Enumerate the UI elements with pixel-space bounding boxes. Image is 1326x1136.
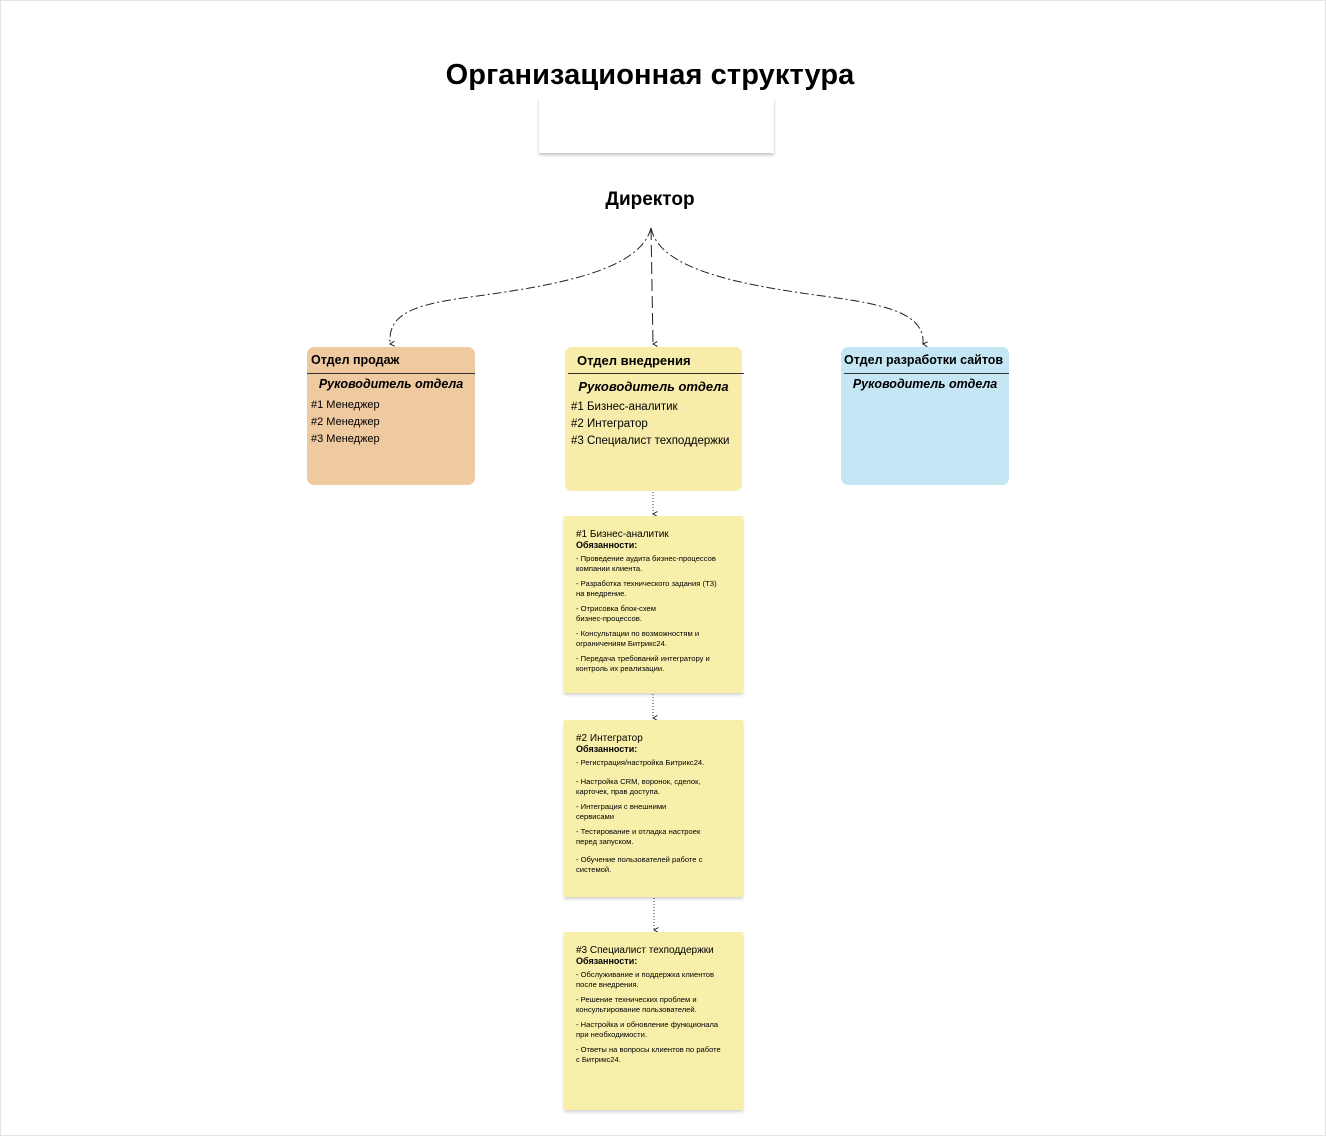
connector-director-web — [650, 227, 923, 344]
role-item: #1 Менеджер — [311, 399, 380, 411]
role-item: #1 Бизнес-аналитик — [571, 401, 678, 413]
role-card-subtitle: Обязанности: — [576, 956, 638, 966]
duty-item: - Обучение пользователей работе с систем… — [576, 855, 703, 874]
duty-item: - Консультации по возможностям и огранич… — [576, 629, 700, 648]
role-card-title: #2 Интегратор — [576, 733, 643, 744]
role-card-subtitle: Обязанности: — [576, 540, 638, 550]
department-web-development[interactable]: Отдел разработки сайтов Руководитель отд… — [841, 347, 1009, 485]
role-card-business-analyst[interactable]: #1 Бизнес-аналитик Обязанности: - Провед… — [564, 516, 743, 693]
role-card-title: #1 Бизнес-аналитик — [576, 529, 669, 540]
role-list: #1 Бизнес-аналитик #2 Интегратор #3 Спец… — [571, 401, 729, 452]
duty-item: - Интеграция с внешними сервисами — [576, 802, 667, 821]
department-name: Отдел разработки сайтов — [844, 353, 1004, 367]
department-implementation[interactable]: Отдел внедрения Руководитель отдела #1 Б… — [565, 347, 744, 491]
department-name: Отдел внедрения — [577, 353, 691, 368]
divider — [568, 373, 744, 374]
role-item: #2 Интегратор — [571, 418, 648, 430]
connector-director-sales — [390, 227, 652, 344]
duty-item: - Решение технических проблем и консульт… — [576, 995, 697, 1014]
role-list: #1 Менеджер #2 Менеджер #3 Менеджер — [311, 399, 380, 450]
duty-item: - Тестирование и отладка настроек перед … — [576, 827, 701, 846]
duty-item: - Обслуживание и поддержка клиентов посл… — [576, 970, 715, 989]
duty-item: - Проведение аудита бизнес-процессов ком… — [576, 554, 716, 573]
department-head: Руководитель отдела — [578, 379, 729, 394]
duty-item: - Разработка технического задания (ТЗ) н… — [576, 579, 717, 598]
role-card-title: #3 Специалист техподдержки — [576, 945, 714, 956]
department-name: Отдел продаж — [311, 353, 400, 367]
role-card-subtitle: Обязанности: — [576, 744, 638, 754]
divider — [844, 373, 1009, 374]
title-placeholder-card[interactable] — [539, 98, 774, 153]
duty-item: - Ответы на вопросы клиентов по работе с… — [576, 1045, 721, 1064]
department-sales[interactable]: Отдел продаж Руководитель отдела #1 Мене… — [307, 347, 475, 485]
duty-item: - Отрисовка блок-схем бизнес-процессов. — [576, 604, 657, 623]
role-card-support-specialist[interactable]: #3 Специалист техподдержки Обязанности: … — [564, 932, 743, 1110]
duty-item: - Регистрация/настройка Битрикс24. — [576, 758, 705, 767]
role-card-integrator[interactable]: #2 Интегратор Обязанности: - Регистрация… — [564, 720, 743, 897]
director-node[interactable]: Директор — [605, 189, 695, 210]
duty-item: - Настройка и обновление функционала при… — [576, 1020, 719, 1039]
department-head: Руководитель отдела — [852, 377, 998, 391]
role-item: #3 Менеджер — [311, 433, 380, 445]
page-title: Организационная структура — [445, 59, 855, 91]
role-item: #2 Менеджер — [311, 416, 380, 428]
duty-item: - Настройка CRM, воронок, сделок, карточ… — [576, 777, 701, 796]
role-item: #3 Специалист техподдержки — [571, 435, 730, 447]
connector-director-impl — [650, 227, 653, 344]
duty-item: - Передача требований интегратору и конт… — [576, 654, 710, 673]
divider — [307, 373, 475, 374]
department-head: Руководитель отдела — [318, 377, 464, 391]
